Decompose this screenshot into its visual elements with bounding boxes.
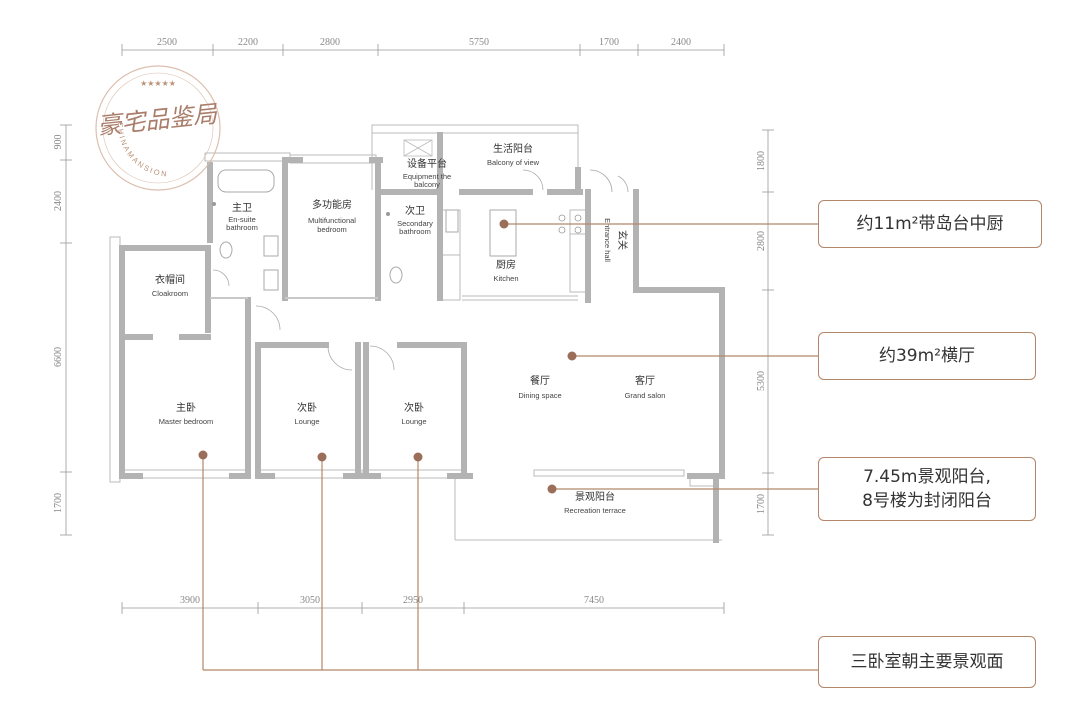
callout-terrace-line2: 8号楼为封闭阳台 (862, 491, 992, 511)
room-kitchen-cn: 厨房 (496, 258, 516, 271)
room-secondary-bath-en2: bathroom (399, 227, 431, 236)
dim-top-3: 2800 (320, 37, 340, 48)
dim-top-4: 5750 (469, 37, 489, 48)
callout-dots (198, 219, 577, 494)
callout-terrace: 7.45m景观阳台, 8号楼为封闭阳台 (818, 457, 1036, 521)
room-balcony-view-cn: 生活阳台 (493, 142, 533, 155)
toilet-icon (389, 266, 403, 284)
callout-kitchen-text: 约11m²带岛台中厨 (856, 214, 1004, 234)
fixture-dot (386, 212, 390, 216)
room-lounge1-en: Lounge (294, 417, 319, 426)
callout-bedrooms: 三卧室朝主要景观面 (818, 636, 1036, 688)
room-master-bath-en2: bathroom (226, 223, 258, 232)
room-multi-cn: 多功能房 (312, 198, 352, 211)
room-equipment-en2: balcony (414, 180, 440, 189)
stamp-inner-ring (102, 72, 214, 184)
room-terrace-cn: 景观阳台 (575, 490, 615, 503)
toilet-icon (219, 241, 233, 259)
dimension-labels: 2500 2200 2800 5750 1700 2400 3900 3050 … (53, 37, 767, 606)
callout-dot-lounge1 (317, 452, 327, 462)
callout-terrace-line1: 7.45m景观阳台, (863, 467, 991, 487)
callout-living-text: 约39m²横厅 (878, 346, 975, 366)
dim-bottom-2: 3050 (300, 595, 320, 606)
room-salon-cn: 客厅 (635, 374, 655, 387)
dim-right-1: 1800 (756, 151, 767, 171)
room-dining-en: Dining space (518, 391, 561, 400)
room-secondary-bath-cn: 次卫 (405, 204, 425, 217)
callout-dot-master (198, 450, 208, 460)
dimension-lines (60, 44, 774, 614)
callout-dot-living (567, 351, 577, 361)
room-secondary-bath-en1: Secondary (397, 219, 433, 228)
room-lounge1-cn: 次卧 (297, 401, 317, 414)
bathtub-icon (217, 169, 275, 193)
dim-top-2: 2200 (238, 37, 258, 48)
callout-leaders (202, 223, 818, 671)
room-entrance-cn: 玄关 (616, 230, 629, 250)
stamp-main: 豪宅品鉴局 (96, 100, 219, 140)
dim-left-1: 900 (53, 135, 64, 150)
dim-bottom-1: 3900 (180, 595, 200, 606)
kitchen-island (489, 209, 517, 257)
room-cloakroom-en: Cloakroom (152, 289, 188, 298)
fixture-dot (212, 202, 216, 206)
callout-kitchen: 约11m²带岛台中厨 (818, 200, 1042, 248)
sink-icon (445, 209, 459, 233)
room-kitchen-en: Kitchen (493, 274, 518, 283)
room-lounge2-cn: 次卧 (404, 401, 424, 414)
room-master-bath-en1: En-suite (228, 215, 256, 224)
room-equipment-en1: Equipment the (403, 172, 451, 181)
room-lounge2-en: Lounge (401, 417, 426, 426)
callout-dot-lounge2 (413, 452, 423, 462)
room-dining-cn: 餐厅 (530, 374, 550, 387)
callout-dot-terrace (547, 484, 557, 494)
room-entrance-en: Entrance hall (603, 218, 612, 262)
stove-icon (558, 214, 582, 234)
room-terrace-en: Recreation terrace (564, 506, 626, 515)
dim-bottom-4: 7450 (584, 595, 604, 606)
stamp-stars: ★★★★★ (140, 79, 176, 88)
dim-right-4: 1700 (756, 494, 767, 514)
walls (119, 132, 725, 543)
room-master-bed-cn: 主卧 (176, 401, 196, 414)
door-swings (212, 169, 629, 371)
dim-left-4: 1700 (53, 493, 64, 513)
dim-right-2: 2800 (756, 231, 767, 251)
dim-top-5: 1700 (599, 37, 619, 48)
room-master-bath-cn: 主卫 (232, 202, 252, 214)
sink-icon (263, 235, 279, 257)
room-multi-en1: Multifunctional (308, 216, 356, 225)
room-multi-en2: bedroom (317, 225, 347, 234)
logo-stamp: ★★★★★ 豪宅品鉴局 CHINAMANSION (95, 65, 221, 191)
room-balcony-view-en: Balcony of view (487, 158, 540, 167)
room-cloakroom-cn: 衣帽间 (155, 273, 185, 286)
dim-top-6: 2400 (671, 37, 691, 48)
dim-top-1: 2500 (157, 37, 177, 48)
dim-bottom-3: 2950 (403, 595, 423, 606)
dim-right-3: 5300 (756, 371, 767, 391)
room-master-bed-en: Master bedroom (159, 417, 214, 426)
equipment-cross (403, 139, 433, 157)
callout-dot-kitchen (499, 219, 509, 229)
room-salon-en: Grand salon (625, 391, 666, 400)
callout-bedrooms-text: 三卧室朝主要景观面 (850, 652, 1004, 672)
sink-icon (263, 269, 279, 291)
room-equipment-cn: 设备平台 (407, 157, 447, 170)
stamp-outer-ring (95, 65, 221, 191)
dim-left-3: 6600 (53, 347, 64, 367)
room-labels: 主卫 En-suite bathroom 多功能房 Multifunctiona… (152, 142, 666, 515)
callout-living: 约39m²横厅 (818, 332, 1036, 380)
dim-left-2: 2400 (53, 191, 64, 211)
